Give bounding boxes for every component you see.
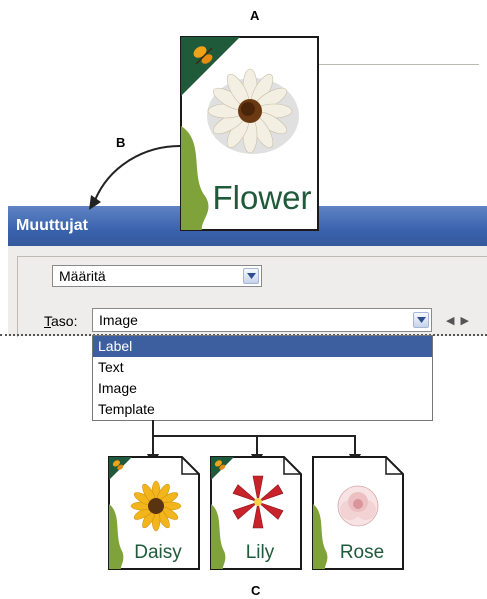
variant-card-caption-daisy: Daisy [134, 542, 182, 563]
option-template[interactable]: Template [98, 401, 155, 417]
rose-flower-image [337, 485, 379, 527]
previous-arrow-icon[interactable]: ◀ [446, 315, 461, 327]
next-arrow-icon[interactable]: ▶ [460, 315, 475, 327]
butterfly-icon [112, 460, 124, 470]
callout-a: A [250, 8, 260, 23]
butterfly-icon [193, 46, 213, 65]
lily-flower-image [232, 475, 284, 529]
callout-b: B [116, 135, 126, 150]
chevron-down-icon[interactable] [243, 268, 259, 284]
callout-b-arrow [89, 145, 181, 210]
daisy-flower-image [207, 68, 299, 154]
frame-divider [266, 64, 479, 65]
variant-card-rose: Rose [312, 456, 404, 570]
butterfly-icon [214, 460, 226, 470]
define-select[interactable]: Määritä [52, 265, 262, 287]
chevron-down-icon[interactable] [413, 312, 429, 328]
option-text[interactable]: Text [98, 359, 124, 375]
daisy-flower-image [130, 480, 182, 532]
master-template-card: Flower [180, 36, 319, 231]
option-image[interactable]: Image [98, 380, 137, 396]
layer-nav: ◀▶ [446, 314, 475, 327]
layer-dropdown-list: Label Text Image Template [92, 335, 433, 421]
layer-select-value: Image [99, 312, 138, 328]
callout-c: C [251, 583, 261, 598]
layer-label: Taso: [44, 313, 78, 329]
layer-select[interactable]: Image [92, 308, 432, 332]
define-select-value: Määritä [59, 268, 106, 284]
define-frame [17, 256, 487, 337]
variant-card-caption-lily: Lily [246, 542, 275, 563]
option-label[interactable]: Label [93, 336, 432, 357]
variant-card-lily: Lily [210, 456, 302, 570]
variant-card-caption-rose: Rose [340, 542, 384, 563]
variant-card-daisy: Daisy [108, 456, 200, 570]
master-card-caption: Flower [212, 179, 311, 216]
